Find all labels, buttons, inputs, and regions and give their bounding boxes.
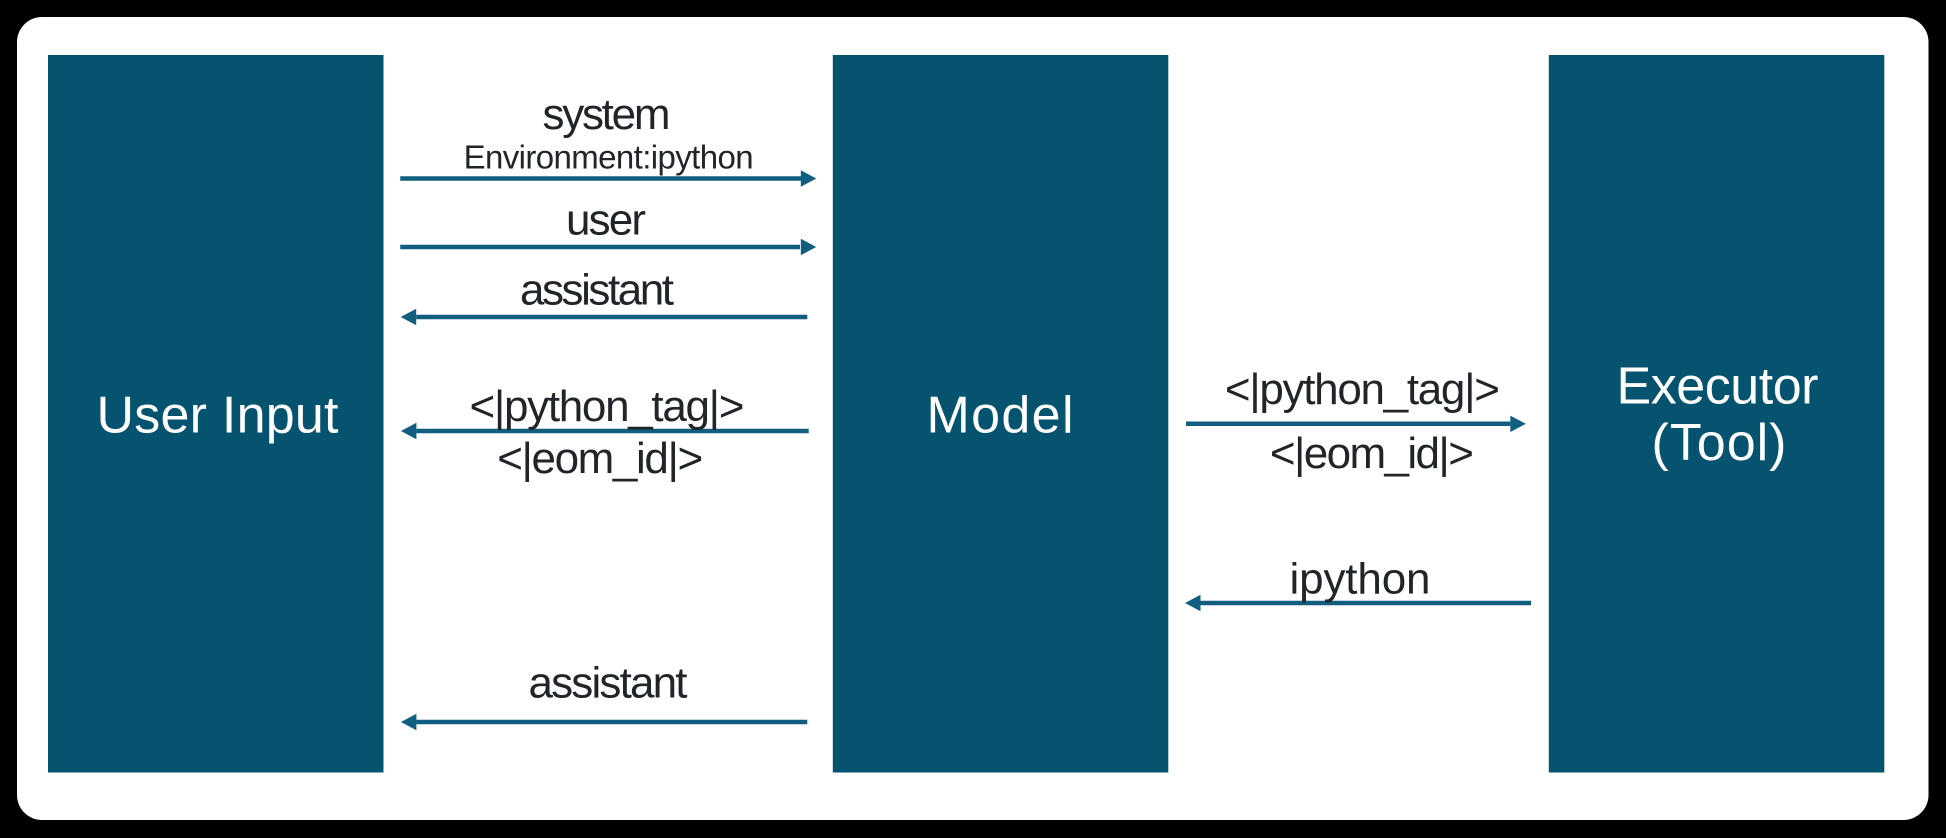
- svg-text:Executor: Executor: [1617, 358, 1819, 416]
- svg-text:assistant: assistant: [529, 659, 688, 708]
- svg-text:User Input: User Input: [97, 387, 340, 445]
- svg-text:Environment:ipython: Environment:ipython: [464, 139, 754, 176]
- svg-text:<|python_tag|>: <|python_tag|>: [1225, 365, 1500, 414]
- svg-text:Model: Model: [927, 387, 1074, 445]
- svg-text:user: user: [566, 196, 646, 245]
- svg-text:<|eom_id|>: <|eom_id|>: [1270, 429, 1474, 478]
- svg-text:<|python_tag|>: <|python_tag|>: [470, 382, 745, 431]
- svg-text:ipython: ipython: [1290, 554, 1431, 603]
- svg-text:assistant: assistant: [520, 266, 674, 315]
- svg-text:system: system: [543, 90, 671, 139]
- svg-text:<|eom_id|>: <|eom_id|>: [497, 434, 703, 483]
- svg-text:(Tool): (Tool): [1652, 414, 1787, 472]
